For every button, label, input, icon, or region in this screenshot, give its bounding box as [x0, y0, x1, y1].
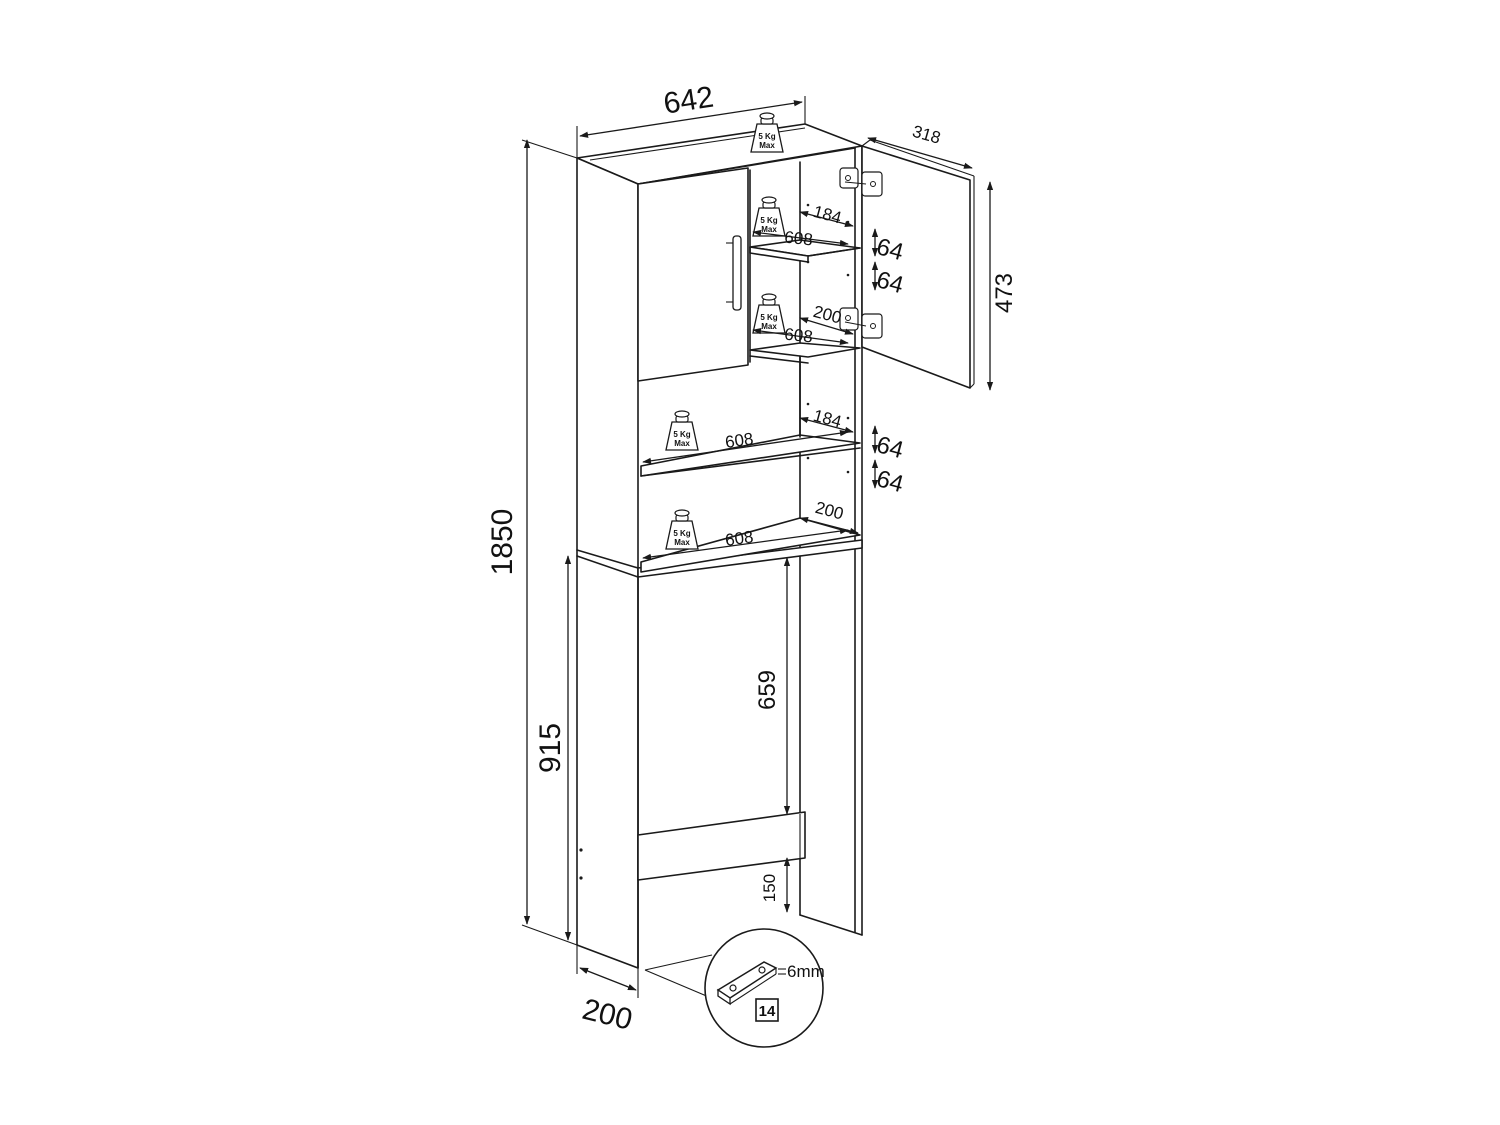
detail-circle	[704, 928, 824, 1048]
label-608-s4: 608	[724, 527, 755, 550]
dim-total-width: 642	[576, 81, 806, 158]
label-64-b-lower: 64	[874, 465, 907, 498]
label-608-s1: 608	[783, 228, 813, 250]
shelf-2	[749, 342, 861, 364]
door-handle	[732, 235, 742, 311]
label-184-upper: 184	[811, 202, 843, 228]
label-659: 659	[754, 670, 781, 710]
dim-shelf-1: 184 608 64 64	[752, 202, 906, 299]
left-door	[637, 167, 749, 382]
svg-text:Max: Max	[674, 439, 690, 448]
weight-icon-shelf-2: 5 Kg Max	[752, 293, 786, 334]
svg-text:Max: Max	[674, 538, 690, 547]
dim-lower-height: 915	[534, 555, 572, 941]
label-184-lower: 184	[811, 406, 843, 432]
label-200-s2: 200	[811, 302, 843, 328]
svg-text:5 Kg: 5 Kg	[758, 132, 775, 141]
label-642: 642	[661, 81, 715, 121]
label-318: 318	[910, 122, 943, 148]
weight-icon-top: 5 Kg Max	[750, 112, 784, 153]
dim-inner-opening: 659	[754, 557, 791, 815]
label-6mm: 6mm	[787, 962, 825, 981]
weight-icon-shelf-1: 5 Kg Max	[752, 196, 786, 237]
svg-text:5 Kg: 5 Kg	[673, 430, 690, 439]
label-915: 915	[534, 723, 567, 773]
label-200: 200	[579, 993, 636, 1037]
svg-text:5 Kg: 5 Kg	[760, 216, 777, 225]
part-number-box	[755, 998, 779, 1022]
dim-door-height: 473	[986, 181, 1018, 391]
bracket-part-icon	[716, 961, 786, 1006]
detail-callout: 6mm 14	[644, 928, 825, 1048]
dim-base-rail: 150	[760, 857, 791, 913]
label-64-a-lower: 64	[874, 431, 907, 464]
svg-text:Max: Max	[761, 322, 777, 331]
bottom-rail	[637, 811, 806, 881]
svg-text:Max: Max	[761, 225, 777, 234]
label-part-14: 14	[759, 1003, 776, 1020]
left-side-panel	[576, 157, 639, 969]
label-1850: 1850	[486, 509, 519, 576]
svg-text:5 Kg: 5 Kg	[760, 313, 777, 322]
label-473: 473	[991, 273, 1018, 313]
label-608-s2: 608	[783, 325, 813, 347]
dim-total-height: 1850	[486, 139, 578, 946]
weight-icon-shelf-4: 5 Kg Max	[665, 509, 699, 550]
hinge-top	[839, 167, 883, 197]
svg-text:Max: Max	[759, 141, 775, 150]
label-200-s4: 200	[813, 498, 845, 524]
svg-text:5 Kg: 5 Kg	[673, 529, 690, 538]
label-150: 150	[760, 874, 779, 902]
weight-icon-shelf-3: 5 Kg Max	[665, 410, 699, 451]
label-608-s3: 608	[724, 429, 755, 452]
